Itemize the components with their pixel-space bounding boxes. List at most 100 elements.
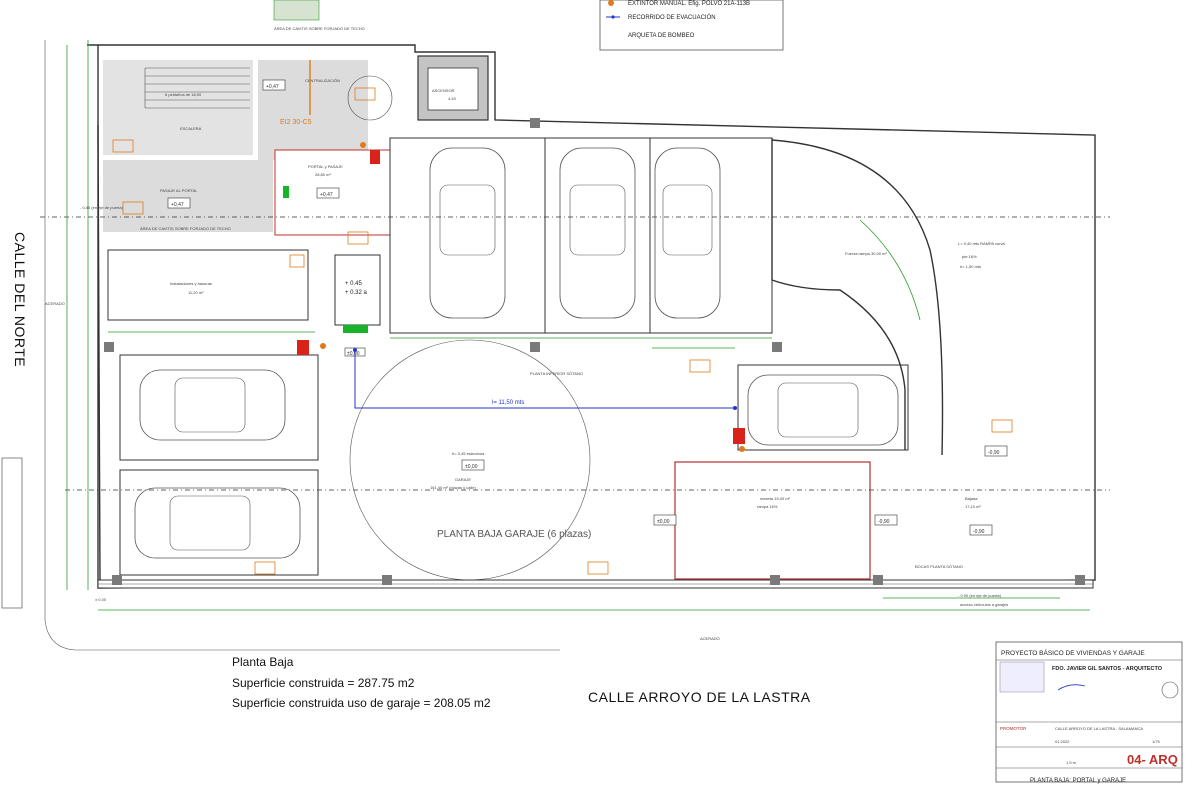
centralizacion-area bbox=[258, 60, 368, 160]
stairs-label: ESCALERA bbox=[180, 126, 202, 131]
parking-bays-left bbox=[119, 354, 319, 576]
tb-subtitle: PLANTA BAJA: PORTAL y GARAJE bbox=[1030, 778, 1126, 784]
alarm-icon bbox=[370, 150, 380, 164]
compass-icon bbox=[1161, 681, 1179, 699]
bajada-label: Bajada bbox=[965, 496, 978, 501]
stair-steps bbox=[144, 67, 250, 109]
acceso-label: acceso vehículos a garajes bbox=[960, 602, 1008, 607]
tb-architect: FDO. JAVIER GIL SANTOS - ARQUITECTO bbox=[1052, 666, 1163, 672]
extinguisher-legend-icon bbox=[608, 0, 614, 6]
level-047-a: +0,47 bbox=[266, 84, 279, 90]
ramp-area: Fuerza rampa 30,00 m² bbox=[845, 251, 887, 256]
level-090-a: -0,90 bbox=[878, 519, 890, 525]
estructura-label: h= 3,45 estructura bbox=[452, 451, 485, 456]
car-2 bbox=[559, 147, 636, 319]
street-bottom: CALLE ARROYO DE LA LASTRA bbox=[588, 689, 811, 705]
acera-level: ± 0.00 bbox=[95, 597, 107, 602]
meseta-pend: rampa 16% bbox=[757, 504, 778, 509]
parking-bays-top bbox=[389, 137, 773, 334]
alarm-icon-right bbox=[733, 428, 745, 444]
ramp-box bbox=[674, 461, 871, 580]
area-cavitis: ÁREA DE CAVITIS SOBRE FORJADO DE TECHO bbox=[140, 226, 231, 231]
bajada-area: 17,10 m² bbox=[965, 504, 981, 509]
ramp-h: h= 1,50 mts bbox=[960, 264, 981, 269]
ramp-label: L= 9,40 mts RAMPA curva bbox=[958, 241, 1005, 246]
dimension-lines bbox=[66, 40, 1090, 611]
level-047-c: +0,47 bbox=[320, 192, 333, 198]
instalaciones-label: Instalaciones y basuras bbox=[170, 281, 212, 286]
street-curb bbox=[44, 40, 560, 651]
level-090-b: -0,90 bbox=[973, 529, 985, 535]
signature-icon bbox=[1057, 684, 1086, 691]
level-000-a: ±0,00 bbox=[347, 351, 360, 357]
bocas-label: BOCAS PLANTA SÓTANO bbox=[915, 564, 963, 569]
car-3 bbox=[654, 147, 721, 319]
tb-promotor: PROMOTOR bbox=[1000, 726, 1027, 731]
portal-label: PORTAL y PASAJE bbox=[308, 164, 343, 169]
pasaje-label: PASAJE AL PORTAL bbox=[160, 188, 198, 193]
sidewalk-bottom: ACERADO bbox=[700, 636, 720, 641]
summary-line1: Superficie construida = 287.75 m2 bbox=[232, 676, 415, 690]
stair-area bbox=[103, 60, 253, 155]
logo-icon bbox=[999, 661, 1045, 693]
level-000-b: ±0,00 bbox=[465, 464, 478, 470]
level-045: + 0.45 bbox=[345, 281, 363, 287]
level-047-b: +0,47 bbox=[171, 202, 184, 208]
extinguisher-markers bbox=[112, 87, 1013, 575]
tb-project: PROYECTO BÁSICO DE VIVIENDAS Y GARAJE bbox=[1001, 648, 1145, 657]
title-block bbox=[995, 641, 1183, 783]
level-090-c: -0,90 bbox=[988, 450, 1000, 456]
evacuation-route bbox=[353, 348, 737, 410]
door-swing bbox=[347, 75, 393, 121]
street-left: CALLE DEL NORTE bbox=[12, 232, 28, 367]
bus-stop-box bbox=[1, 457, 23, 609]
garaje-area: 161,40 m² (plazas y calle) bbox=[430, 485, 476, 490]
ramp-pend: pte 16% bbox=[962, 254, 977, 259]
tb-date: 01.2022 bbox=[1055, 739, 1070, 744]
tb-scale: 1/75 bbox=[1152, 739, 1161, 744]
level-000-c: ±0,00 bbox=[657, 519, 670, 525]
top-hatched-legend: ÁREA DE CAVITIS SOBRE FORJADO DE TECHO bbox=[273, 0, 365, 31]
evac-length: l= 11,50 mts bbox=[492, 400, 524, 406]
meseta-label: meseta 15,00 m² bbox=[760, 496, 791, 501]
pasaje-area bbox=[103, 160, 273, 232]
instalaciones-area: 11,20 m² bbox=[188, 290, 204, 295]
eje-puerta-b: - 0.90 (en eje de puerta) bbox=[958, 593, 1002, 598]
instalaciones-room bbox=[107, 249, 309, 321]
building-outline bbox=[87, 44, 1096, 589]
planta-inferior: PLANTA INFERIOR SÓTANO bbox=[530, 371, 583, 376]
extinguisher-icon bbox=[360, 142, 366, 148]
pillars bbox=[104, 118, 1085, 585]
legend-arqueta: ARQUETA DE BOMBEO bbox=[628, 33, 695, 39]
elevator-area: 4.43 bbox=[448, 96, 457, 101]
tb-address: CALLE ARROYO DE LA LASTRA - SALAMANCA bbox=[1055, 726, 1143, 731]
legend-box: EXTINTOR MANUAL. Efig. POLVO 21A-113B RE… bbox=[599, 0, 784, 51]
sidewalk-left: ACERADO bbox=[45, 301, 65, 306]
car-6 bbox=[747, 374, 899, 446]
planta-baja-garaje: PLANTA BAJA GARAJE (6 plazas) bbox=[437, 529, 591, 540]
centralizacion-label: CENTRALIZACIÓN bbox=[305, 78, 340, 83]
top-caption: ÁREA DE CAVITIS SOBRE FORJADO DE TECHO bbox=[274, 26, 365, 31]
summary-title: Planta Baja bbox=[232, 655, 294, 669]
tb-sheet: 04- ARQ bbox=[1127, 752, 1178, 767]
eje-puerta-a: - 0.45 (en eje de puerta) bbox=[80, 205, 124, 210]
garaje-label: GARAJE bbox=[455, 477, 471, 482]
portal-area: 28,80 m² bbox=[315, 172, 331, 177]
car-5 bbox=[134, 487, 301, 559]
elevator-label: ASCENSOR bbox=[432, 88, 455, 93]
parking-bay-right bbox=[737, 364, 909, 451]
stairs-note: 6 peldaños de 18,00 bbox=[165, 92, 202, 97]
ramp-inner-wall bbox=[771, 138, 906, 450]
legend-extintor: EXTINTOR MANUAL. Efig. POLVO 21A-113B bbox=[628, 1, 750, 7]
tb-scale-bar: 1,5 m bbox=[1066, 760, 1077, 765]
summary-line2: Superficie construida uso de garaje = 20… bbox=[232, 696, 491, 710]
level-032: + 0.32 a bbox=[345, 290, 368, 296]
legend-recorrido: RECORRIDO DE EVACUACIÓN bbox=[628, 14, 716, 21]
small-room bbox=[334, 254, 381, 326]
green-sign-icon bbox=[283, 186, 289, 198]
car-1 bbox=[429, 147, 506, 319]
exit-sign-icon bbox=[343, 325, 368, 333]
ei-label: EI2 30-C5 bbox=[280, 119, 312, 126]
car-4 bbox=[139, 369, 286, 441]
